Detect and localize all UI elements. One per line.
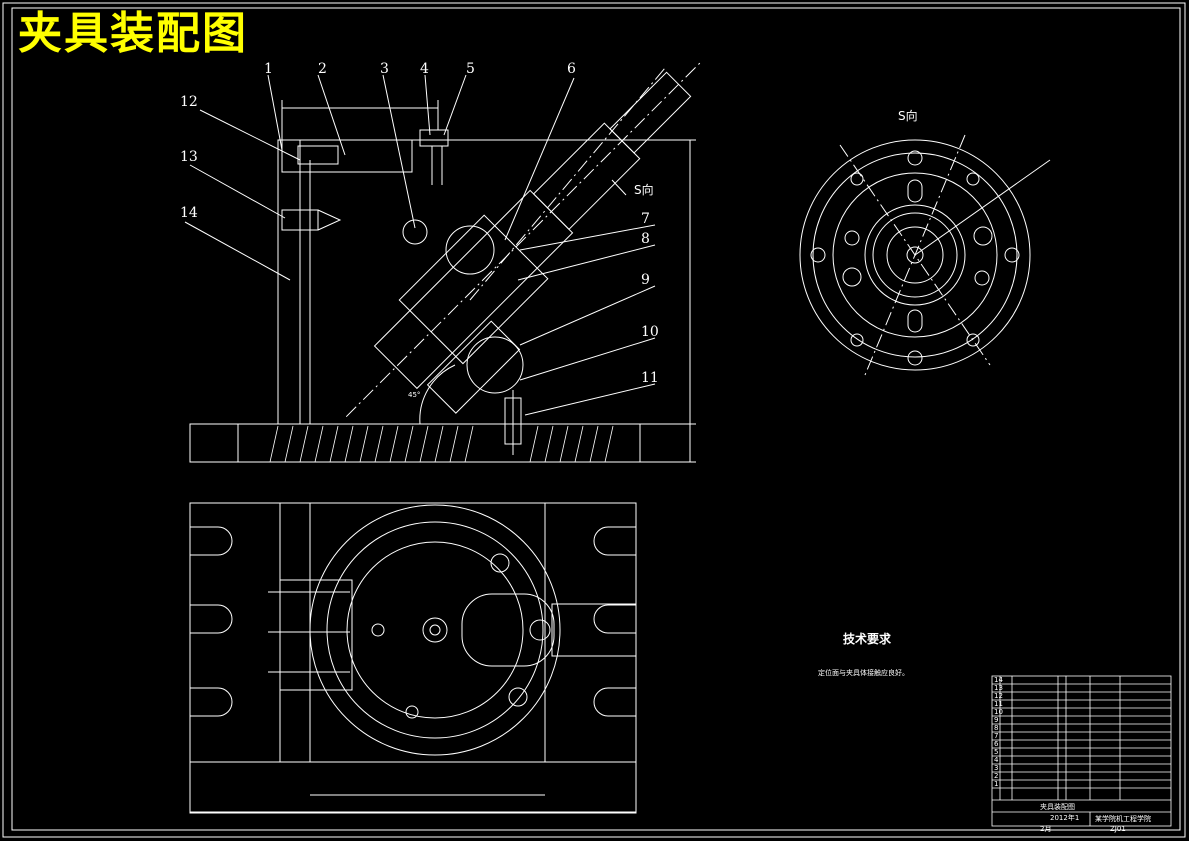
balloon-2: 2 bbox=[318, 61, 327, 77]
row-number: 12 bbox=[994, 692, 1003, 700]
balloon-7: 7 bbox=[641, 211, 650, 227]
row-number: 2 bbox=[994, 772, 999, 780]
balloon-10: 10 bbox=[641, 324, 659, 340]
inner-border bbox=[11, 7, 1181, 831]
row-number: 8 bbox=[994, 724, 999, 732]
title-block-rows: 14 13 12 11 10 9 8 7 6 5 4 3 2 1 bbox=[994, 676, 1003, 789]
title-block-school: 某学院机工程学院 bbox=[1095, 815, 1151, 823]
row-number: 7 bbox=[994, 732, 999, 740]
title-block-name: 夹具装配图 bbox=[1040, 803, 1075, 811]
balloon-4: 4 bbox=[420, 61, 429, 77]
row-number: 10 bbox=[994, 708, 1003, 716]
row-number: 13 bbox=[994, 684, 1003, 692]
base-hatch bbox=[269, 425, 614, 463]
balloon-6: 6 bbox=[567, 61, 576, 77]
view-arrow-label: S向 bbox=[634, 183, 654, 197]
top-view bbox=[189, 502, 637, 814]
balloon-11: 11 bbox=[641, 370, 659, 386]
balloon-8: 8 bbox=[641, 231, 650, 247]
title-block bbox=[991, 675, 1172, 827]
balloon-3: 3 bbox=[380, 61, 389, 77]
title-block-code: ZJ01 bbox=[1110, 825, 1126, 833]
balloon-5: 5 bbox=[466, 61, 475, 77]
s-view bbox=[799, 134, 1051, 376]
balloon-1: 1 bbox=[264, 61, 273, 77]
tech-req-title: 技术要求 bbox=[843, 632, 892, 646]
balloon-12: 12 bbox=[180, 94, 198, 110]
row-number: 4 bbox=[994, 756, 999, 764]
row-number: 3 bbox=[994, 764, 999, 772]
row-number: 14 bbox=[994, 676, 1003, 684]
drawing-title: 夹具装配图 bbox=[18, 8, 248, 59]
angle-label: 45° bbox=[408, 391, 421, 399]
tech-req-text: 定位面与夹具体接触应良好。 bbox=[818, 669, 909, 677]
balloon-9: 9 bbox=[641, 272, 650, 288]
front-view bbox=[184, 62, 701, 463]
balloon-13: 13 bbox=[180, 149, 198, 165]
title-block-month: 2月 bbox=[1040, 825, 1052, 833]
row-number: 6 bbox=[994, 740, 999, 748]
row-number: 11 bbox=[994, 700, 1003, 708]
balloon-14: 14 bbox=[180, 205, 198, 221]
row-number: 5 bbox=[994, 748, 999, 756]
title-block-date: 2012年1 bbox=[1050, 814, 1080, 822]
s-view-label: S向 bbox=[898, 109, 918, 123]
row-number: 1 bbox=[994, 780, 999, 788]
row-number: 9 bbox=[994, 716, 999, 724]
